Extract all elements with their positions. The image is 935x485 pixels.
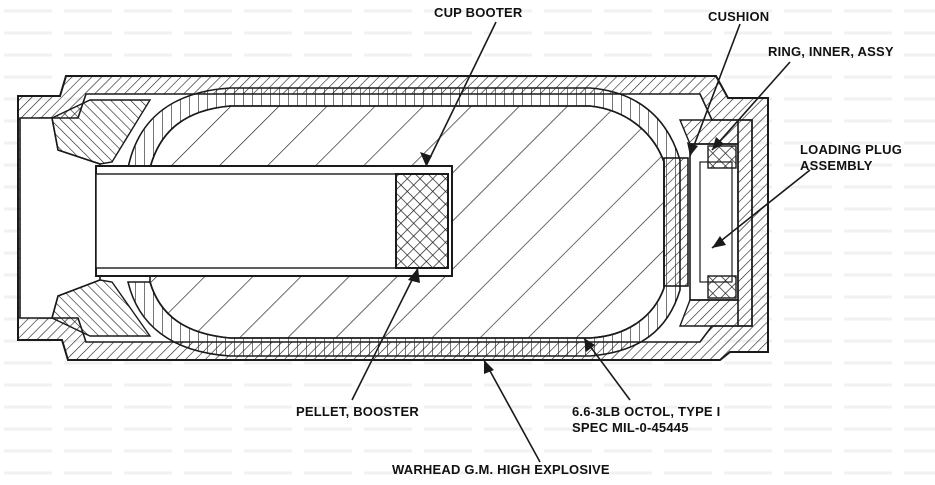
loading-plug-assembly <box>689 143 739 301</box>
inner-ring-assembly <box>678 119 753 327</box>
leader-arrowheads <box>408 137 726 374</box>
arrow-loading-plug <box>712 236 726 248</box>
label-octol-line1: 6.6-3LB OCTOL, TYPE I <box>572 404 721 419</box>
label-loading-plug-line1: LOADING PLUG <box>800 142 903 157</box>
cup-booster <box>95 165 453 277</box>
arrow-ring-inner <box>712 137 724 150</box>
label-ring-inner-assy: RING, INNER, ASSY <box>768 44 894 59</box>
arrow-pellet-booster <box>408 268 420 283</box>
label-warhead: WARHEAD G.M. HIGH EXPLOSIVE <box>392 462 610 477</box>
cushion-disk <box>663 157 689 287</box>
arrow-cushion <box>687 142 698 156</box>
arrow-octol <box>584 338 595 352</box>
base-recess <box>19 99 152 337</box>
leader-loading-plug <box>711 169 811 249</box>
label-pellet-booster: PELLET, BOOSTER <box>296 404 419 419</box>
pellet-booster <box>395 173 449 269</box>
label-loading-plug-line2: ASSEMBLY <box>800 158 873 173</box>
label-cup-booster: CUP BOOTER <box>434 5 523 20</box>
arrow-warhead <box>484 360 494 374</box>
leader-warhead <box>483 359 541 463</box>
leader-ring-inner <box>711 61 791 151</box>
label-octol-line2: SPEC MIL-0-45445 <box>572 420 689 435</box>
arrow-cup-booster <box>420 152 432 166</box>
leader-octol <box>583 337 631 401</box>
label-cushion: CUSHION <box>708 9 770 24</box>
leader-cup-booster <box>425 21 497 167</box>
leader-lines <box>351 21 811 463</box>
leader-pellet-booster <box>351 267 419 401</box>
leader-cushion <box>689 23 741 157</box>
